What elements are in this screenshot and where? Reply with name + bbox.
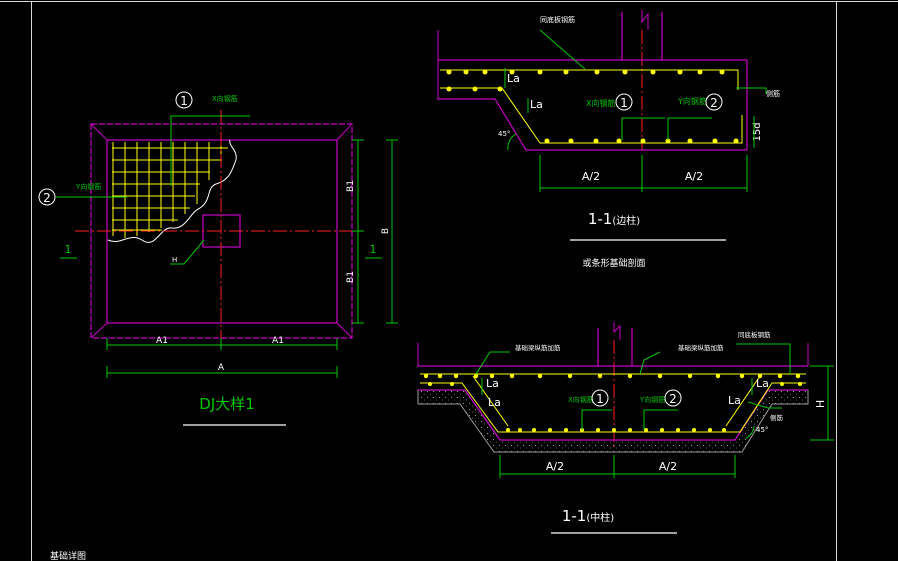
mid-la-left-2: La — [488, 396, 501, 409]
edge-angle: 45° — [498, 130, 510, 138]
column-label: H — [172, 256, 177, 264]
mid-la-left-1: La — [486, 377, 499, 390]
corner-line — [90, 123, 108, 141]
rebar-dots-bottom — [446, 86, 739, 144]
section-mid-column: 基础梁纵筋加筋 基础梁纵筋加筋 同底板钢筋 侧筋 La La La La X向钢… — [417, 322, 834, 534]
corner-line — [336, 123, 353, 141]
column-label-leader — [170, 239, 205, 265]
edge-la-2: La — [530, 98, 543, 111]
rebar-1-marker-circle — [175, 91, 193, 109]
mid-side-rebar-label: 侧筋 — [770, 413, 784, 422]
footer-label: 基础详图 — [50, 550, 86, 561]
rebar-2-marker-circle — [38, 188, 56, 206]
bottom-rebar-line — [440, 87, 743, 144]
drawing-frame-left-border — [31, 1, 32, 561]
mid-dim-half-a-left: A/2 — [546, 460, 564, 473]
mid-concrete-hatch — [417, 389, 809, 453]
mid-title: 1-1(中柱) — [562, 507, 614, 525]
edge-marker-1-circle — [615, 93, 633, 111]
rebar-2-marker: 2 — [43, 191, 51, 205]
mid-right-rebar-label: 基础梁纵筋加筋 — [678, 343, 724, 352]
mid-left-rebar-label: 基础梁纵筋加筋 — [515, 343, 561, 352]
edge-top-rebar-label: 同底板钢筋 — [540, 15, 575, 24]
edge-side-rebar-label: 侧筋 — [766, 89, 780, 98]
section-edge-column: 同底板钢筋 侧筋 La La X向钢筋 1 Y向钢筋 2 15d 45° A/2… — [437, 10, 780, 269]
dim-a: A — [218, 363, 225, 373]
drawing-frame-top-border — [0, 1, 898, 2]
mid-top-rebar-label: 同底板钢筋 — [738, 330, 771, 339]
mid-marker-1: 1 — [596, 392, 604, 406]
mesh-break-line — [107, 139, 237, 243]
corner-line — [90, 322, 108, 339]
plan-view: 1 X向钢筋 2 Y向钢筋 1 1 H A1 A1 A — [38, 91, 398, 426]
edge-marker-2-circle — [705, 93, 723, 111]
mid-marker-2: 2 — [669, 392, 677, 406]
edge-dim-half-a-left: A/2 — [582, 170, 600, 183]
edge-dim-15d: 15d — [752, 122, 763, 141]
mid-y-rebar-label: Y向钢筋 — [639, 395, 665, 404]
rebar-1-leader — [170, 115, 250, 186]
dim-a1-right: A1 — [272, 336, 284, 346]
mid-dim-h: H — [814, 400, 827, 408]
plan-dimension-right — [352, 139, 398, 324]
mid-dim-half-a-right: A/2 — [659, 460, 677, 473]
rebar-dots-top — [446, 69, 725, 75]
section-mark-right: 1 — [370, 243, 377, 256]
edge-y-rebar-label: Y向钢筋 — [677, 96, 707, 106]
plan-title: DJ大样1 — [199, 395, 255, 413]
edge-marker-1: 1 — [620, 96, 628, 110]
mid-marker-1-circle — [591, 389, 609, 407]
mid-x-rebar-label: X向钢筋 — [568, 395, 594, 404]
rebar-1-marker: 1 — [180, 94, 188, 108]
mid-rebar-dots-top — [423, 373, 801, 379]
mid-bottom-rebar — [420, 382, 806, 433]
drawing-frame-right-border — [836, 1, 837, 561]
edge-subtitle: 或条形基础剖面 — [582, 257, 645, 269]
x-rebar-label: X向钢筋 — [212, 94, 238, 103]
edge-marker-2: 2 — [710, 96, 718, 110]
plan-dimension-bottom — [106, 338, 338, 378]
y-rebar-label: Y向钢筋 — [75, 182, 101, 191]
mid-marker-2-circle — [664, 389, 682, 407]
mid-angle: 45° — [756, 426, 768, 434]
edge-dim-half-a-right: A/2 — [685, 170, 703, 183]
dim-b: B — [381, 228, 391, 234]
edge-title: 1-1(边柱) — [588, 210, 640, 228]
corner-line — [336, 322, 353, 339]
dim-b1-top: B1 — [346, 180, 356, 192]
edge-la-1: La — [507, 72, 520, 85]
dim-b1-bottom: B1 — [346, 271, 356, 283]
rebar-mesh — [112, 142, 228, 238]
section-mark-left: 1 — [65, 243, 72, 256]
dim-a1-left: A1 — [156, 336, 168, 346]
mid-la-right-1: La — [756, 377, 769, 390]
edge-x-rebar-label: X向钢筋 — [586, 98, 615, 108]
mid-la-right-2: La — [728, 394, 741, 407]
